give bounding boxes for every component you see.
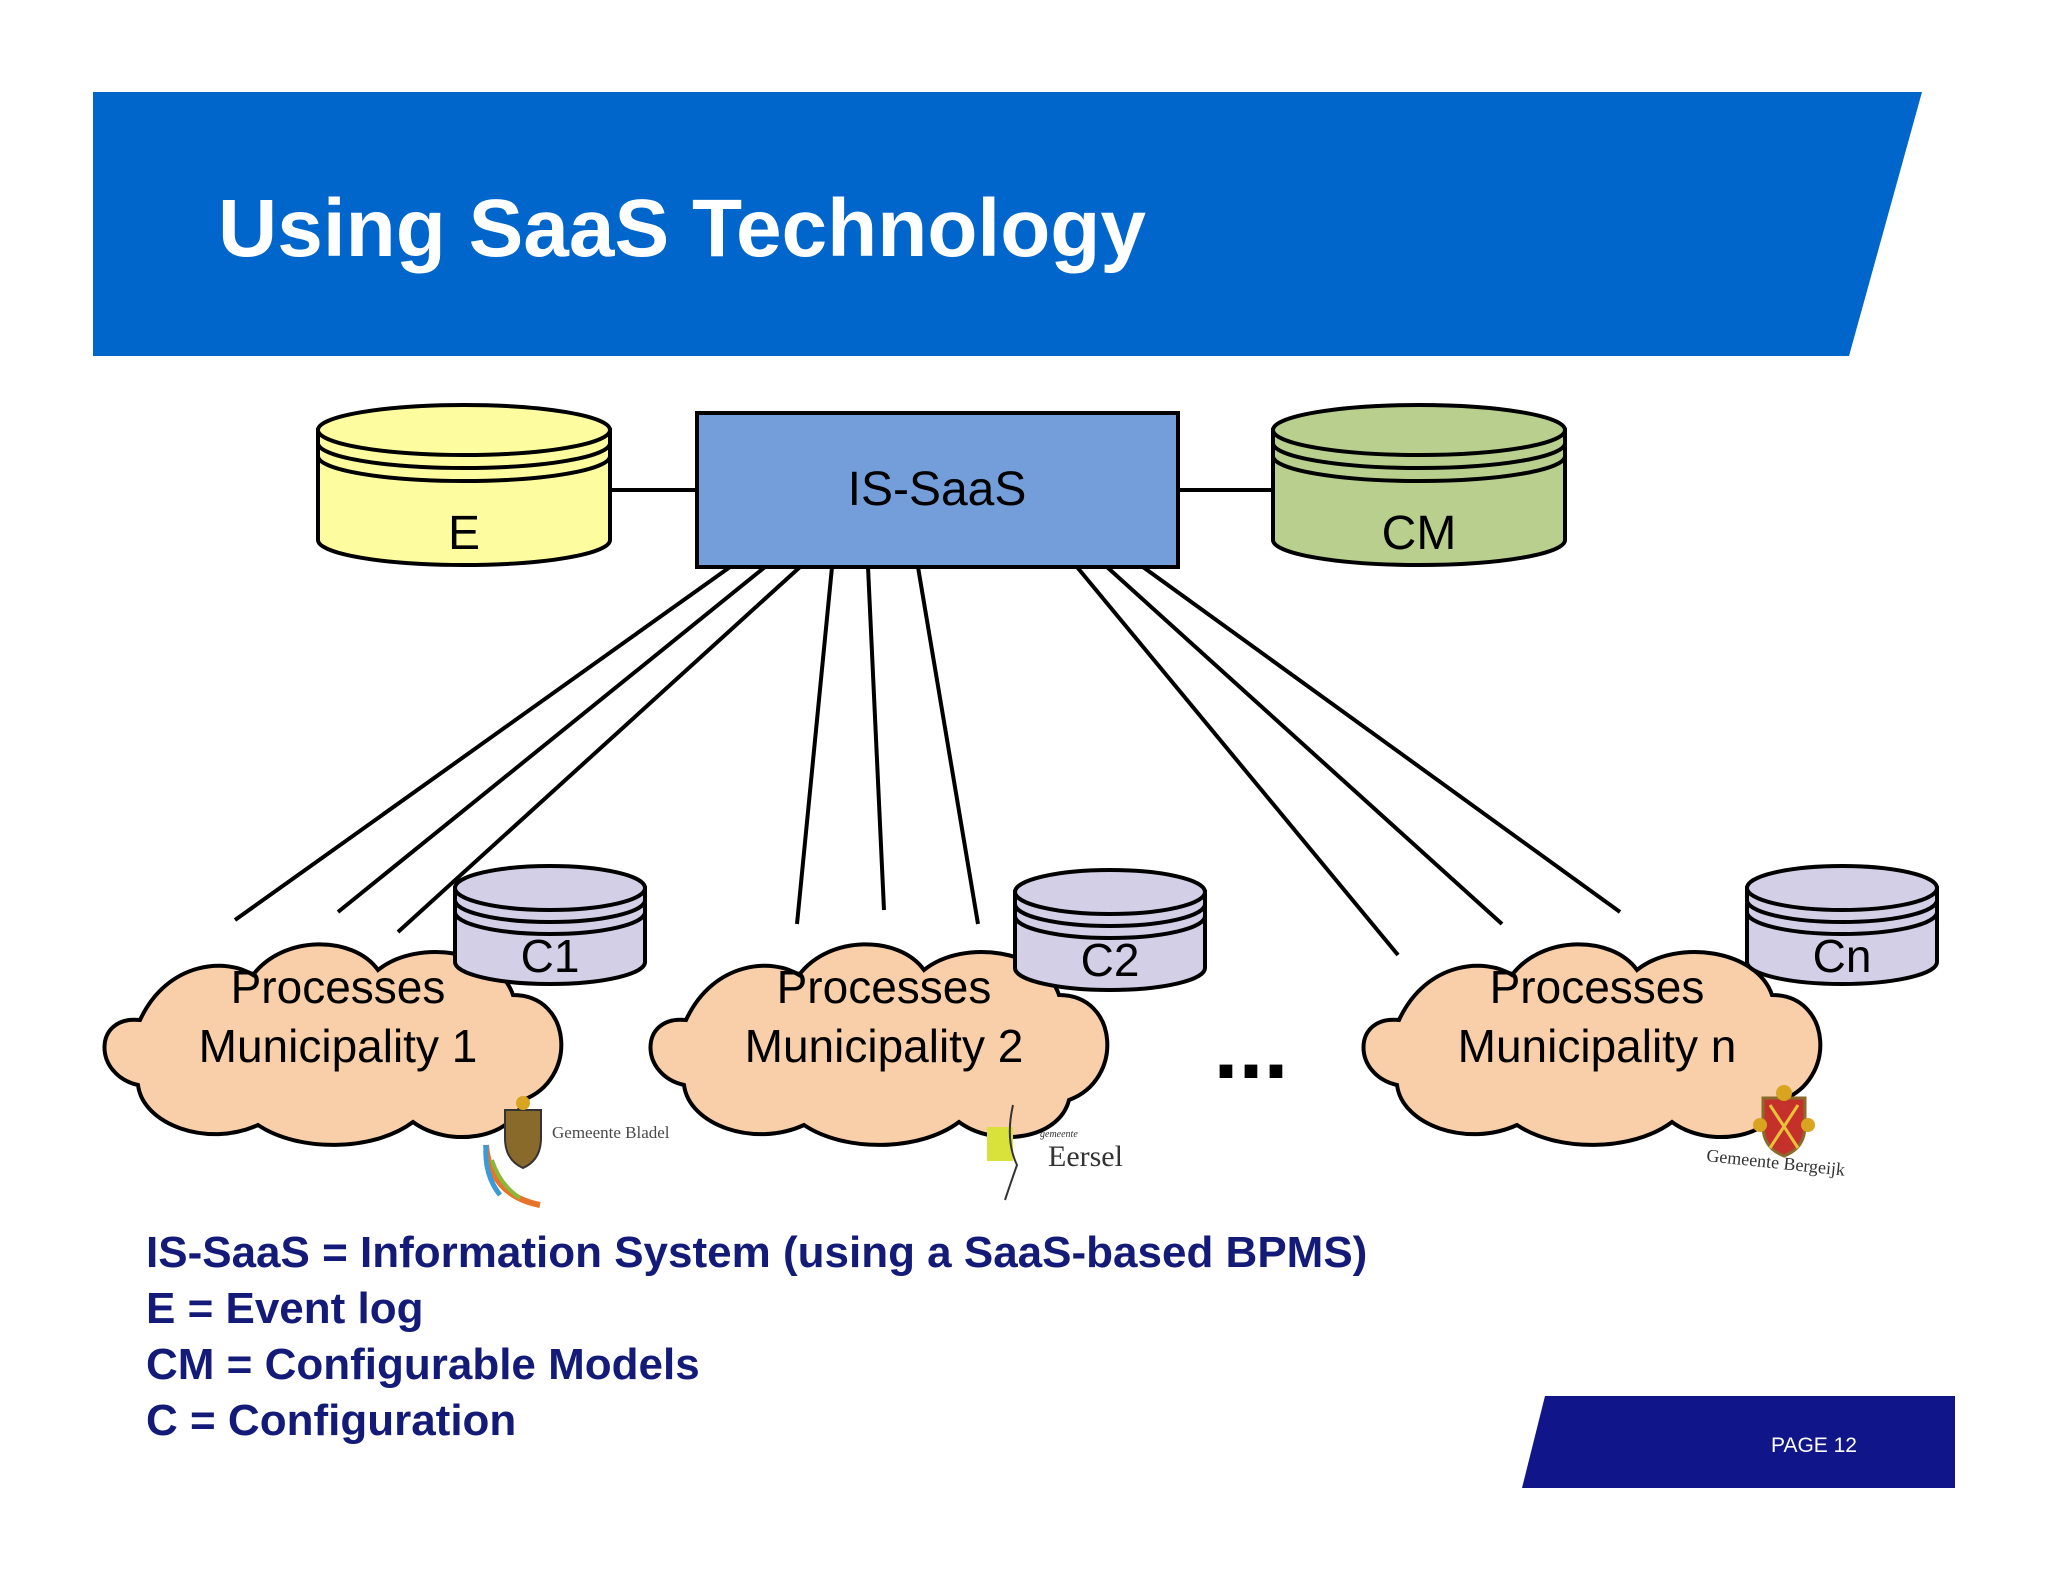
municipality-n: Cn Processes Municipality n [1361,864,1939,1147]
legend-configuration: C = Configuration [146,1396,517,1445]
connector-line [1141,565,1622,914]
is-saas-label: IS-SaaS [848,463,1027,516]
connector-line [233,565,732,922]
config-db-2-label: C2 [1081,934,1140,986]
bladel-logo-text: Gemeente Bladel [552,1123,670,1142]
municipality-2-line2: Municipality 2 [745,1020,1024,1072]
municipality-1-line2: Municipality 1 [199,1020,478,1072]
connector-line [1105,565,1504,926]
event-log-label: E [448,507,480,560]
bladel-logo: Gemeente Bladel [483,1096,670,1208]
municipality-n-line2: Municipality n [1458,1020,1737,1072]
connector-line [396,565,802,934]
more-municipalities-ellipsis: ... [1213,998,1288,1098]
municipality-1: C1 Processes Municipality 1 [102,864,647,1147]
municipality-n-line1: Processes [1490,961,1705,1013]
eersel-logo-text: Eersel [1048,1140,1123,1173]
config-db-n: Cn [1745,864,1939,986]
connector-line [916,566,980,925]
is-saas-node: IS-SaaS [695,411,1180,569]
municipality-2-line1: Processes [777,961,992,1013]
slide-title: Using SaaS Technology [218,183,1146,274]
configurable-models-label: CM [1382,507,1457,560]
eersel-logo-small: gemeente [1040,1129,1078,1140]
config-db-1: C1 [453,864,647,986]
connector-line [1075,565,1400,957]
municipality-2: C2 Processes Municipality 2 [648,868,1207,1147]
connector-line [795,566,834,925]
bladel-crest-icon [504,1109,542,1170]
config-db-2: C2 [1013,868,1207,992]
configurable-models-db: CM [1271,403,1567,567]
municipality-1-line1: Processes [231,961,446,1013]
connector-line [866,566,886,911]
connector-line [336,565,767,914]
connectors [233,488,1622,957]
legend-configurable-models: CM = Configurable Models [146,1340,700,1389]
eersel-tree-icon [1004,1104,1019,1201]
legend-event-log: E = Event log [146,1284,424,1333]
config-db-n-label: Cn [1813,930,1872,982]
legend: IS-SaaS = Information System (using a Sa… [146,1225,1367,1449]
event-log-db: E [316,403,612,567]
eersel-logo: gemeente Eersel [987,1104,1123,1201]
config-db-1-label: C1 [521,930,580,982]
legend-is-saas: IS-SaaS = Information System (using a Sa… [146,1228,1368,1277]
page-number: PAGE 12 [1771,1434,1857,1457]
